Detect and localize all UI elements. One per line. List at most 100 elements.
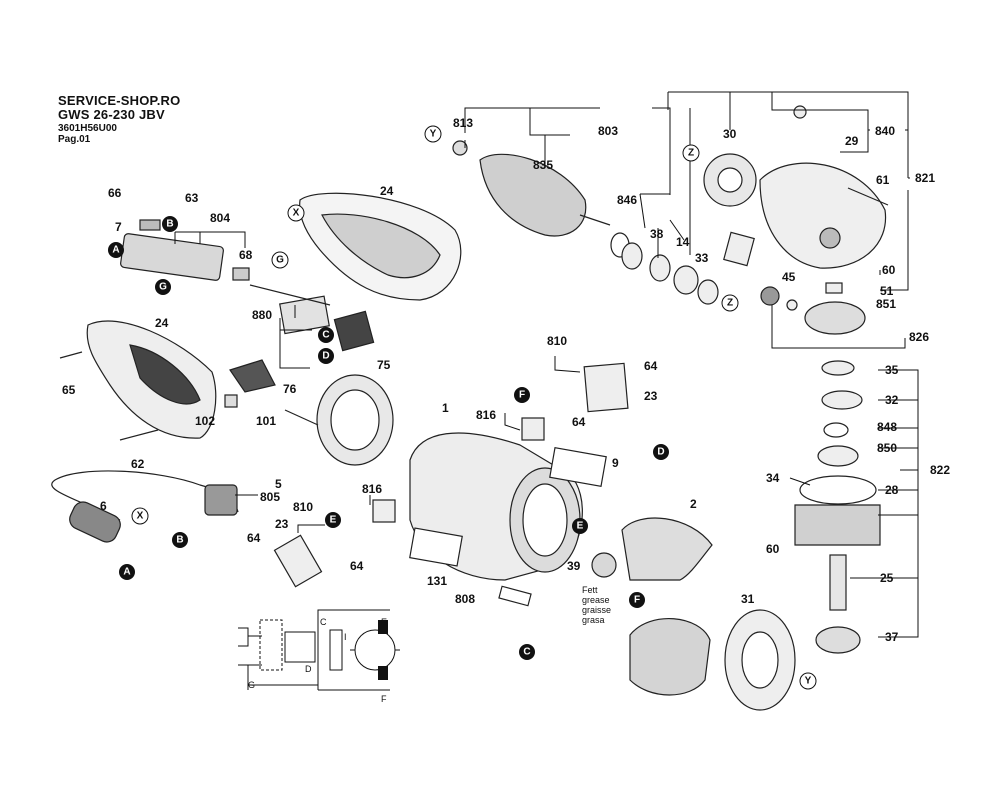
- ref-A-top: A: [108, 242, 124, 258]
- ref-Y-bottom: Y: [799, 672, 817, 690]
- label-821: 821: [915, 171, 935, 185]
- label-851: 851: [876, 297, 896, 311]
- svg-text:F: F: [519, 390, 525, 401]
- ref-D-right: D: [653, 444, 669, 460]
- label-75: 75: [377, 358, 391, 372]
- label-7: 7: [115, 220, 122, 234]
- label-835: 835: [533, 158, 553, 172]
- svg-text:X: X: [137, 511, 144, 522]
- ref-F-right: F: [514, 387, 530, 403]
- label-816-left: 816: [362, 482, 382, 496]
- svg-text:G: G: [276, 255, 284, 266]
- label-62: 62: [131, 457, 145, 471]
- label-37: 37: [885, 630, 899, 644]
- svg-text:X: X: [293, 208, 300, 219]
- label-64-left: 64: [247, 531, 261, 545]
- label-65: 65: [62, 383, 76, 397]
- svg-text:F: F: [634, 595, 640, 606]
- svg-text:E: E: [330, 515, 337, 526]
- ref-B-top: B: [162, 216, 178, 232]
- label-68: 68: [239, 248, 253, 262]
- label-30: 30: [723, 127, 737, 141]
- header-block: SERVICE-SHOP.RO GWS 26-230 JBV 3601H56U0…: [58, 94, 180, 145]
- label-803: 803: [598, 124, 618, 138]
- ref-X-cord: X: [131, 507, 149, 525]
- label-76: 76: [283, 382, 297, 396]
- ref-Z-top: Z: [682, 144, 700, 162]
- label-23-left: 23: [275, 517, 289, 531]
- leader-lines: [174, 91, 919, 690]
- ref-Z-lower: Z: [721, 294, 739, 312]
- label-64-right-top: 64: [644, 359, 658, 373]
- svg-text:A: A: [123, 567, 130, 578]
- svg-text:B: B: [176, 535, 183, 546]
- schematic-label-C: C: [320, 617, 327, 627]
- label-60-top: 60: [882, 263, 896, 277]
- ref-B-cord: B: [172, 532, 188, 548]
- label-38: 38: [650, 227, 664, 241]
- label-5: 5: [275, 477, 282, 491]
- label-28: 28: [885, 483, 899, 497]
- label-35: 35: [885, 363, 899, 377]
- wiring-schematic: C D E F G I: [238, 609, 400, 704]
- part-labels: 813 803 835 30 29 840 821 61 846 38 14 3…: [62, 116, 950, 644]
- ref-C-lower: C: [519, 644, 535, 660]
- label-805: 805: [260, 490, 280, 504]
- label-34: 34: [766, 471, 780, 485]
- ref-F-lower: F: [629, 592, 645, 608]
- svg-text:B: B: [166, 219, 173, 230]
- schematic-label-G: G: [248, 680, 255, 690]
- ref-G-mid: G: [271, 251, 289, 269]
- label-850: 850: [877, 441, 897, 455]
- label-9: 9: [612, 456, 619, 470]
- label-33: 33: [695, 251, 709, 265]
- label-51: 51: [880, 284, 894, 298]
- svg-text:C: C: [322, 330, 329, 341]
- part-number: 3601H56U00: [58, 123, 117, 134]
- grease-en: grease: [582, 595, 610, 605]
- label-816-right: 816: [476, 408, 496, 422]
- label-66: 66: [108, 186, 122, 200]
- label-131: 131: [427, 574, 447, 588]
- svg-text:A: A: [112, 245, 119, 256]
- label-102: 102: [195, 414, 215, 428]
- label-101: 101: [256, 414, 276, 428]
- schematic-label-F: F: [381, 694, 387, 704]
- label-39: 39: [567, 559, 581, 573]
- model-name: GWS 26-230 JBV: [58, 107, 165, 122]
- svg-text:E: E: [577, 521, 584, 532]
- svg-text:D: D: [322, 351, 329, 362]
- grease-fr: graisse: [582, 605, 611, 615]
- label-822: 822: [930, 463, 950, 477]
- svg-text:Z: Z: [727, 298, 733, 309]
- page-number: Pag.01: [58, 134, 91, 145]
- label-64-mid: 64: [350, 559, 364, 573]
- label-45: 45: [782, 270, 796, 284]
- label-32: 32: [885, 393, 899, 407]
- shop-name: SERVICE-SHOP.RO: [58, 93, 181, 108]
- ref-G-top: G: [155, 279, 171, 295]
- label-1: 1: [442, 401, 449, 415]
- label-840: 840: [875, 124, 895, 138]
- label-61: 61: [876, 173, 890, 187]
- ref-D-mid: D: [318, 348, 334, 364]
- svg-text:C: C: [523, 647, 530, 658]
- label-813: 813: [453, 116, 473, 130]
- svg-text:Z: Z: [688, 148, 694, 159]
- label-808: 808: [455, 592, 475, 606]
- grease-es: grasa: [582, 615, 605, 625]
- schematic-label-I: I: [344, 632, 347, 642]
- label-14: 14: [676, 235, 690, 249]
- label-2: 2: [690, 497, 697, 511]
- circled-letters: A B G C D B A E F D E F C X X G Y Y Z Z: [108, 125, 817, 690]
- ref-E-right: E: [572, 518, 588, 534]
- label-848: 848: [877, 420, 897, 434]
- label-63: 63: [185, 191, 199, 205]
- label-810-left: 810: [293, 500, 313, 514]
- label-64-right: 64: [572, 415, 586, 429]
- svg-text:G: G: [159, 282, 167, 293]
- parts-drawings: [51, 105, 889, 711]
- svg-text:Y: Y: [430, 129, 437, 140]
- ref-C-mid: C: [318, 327, 334, 343]
